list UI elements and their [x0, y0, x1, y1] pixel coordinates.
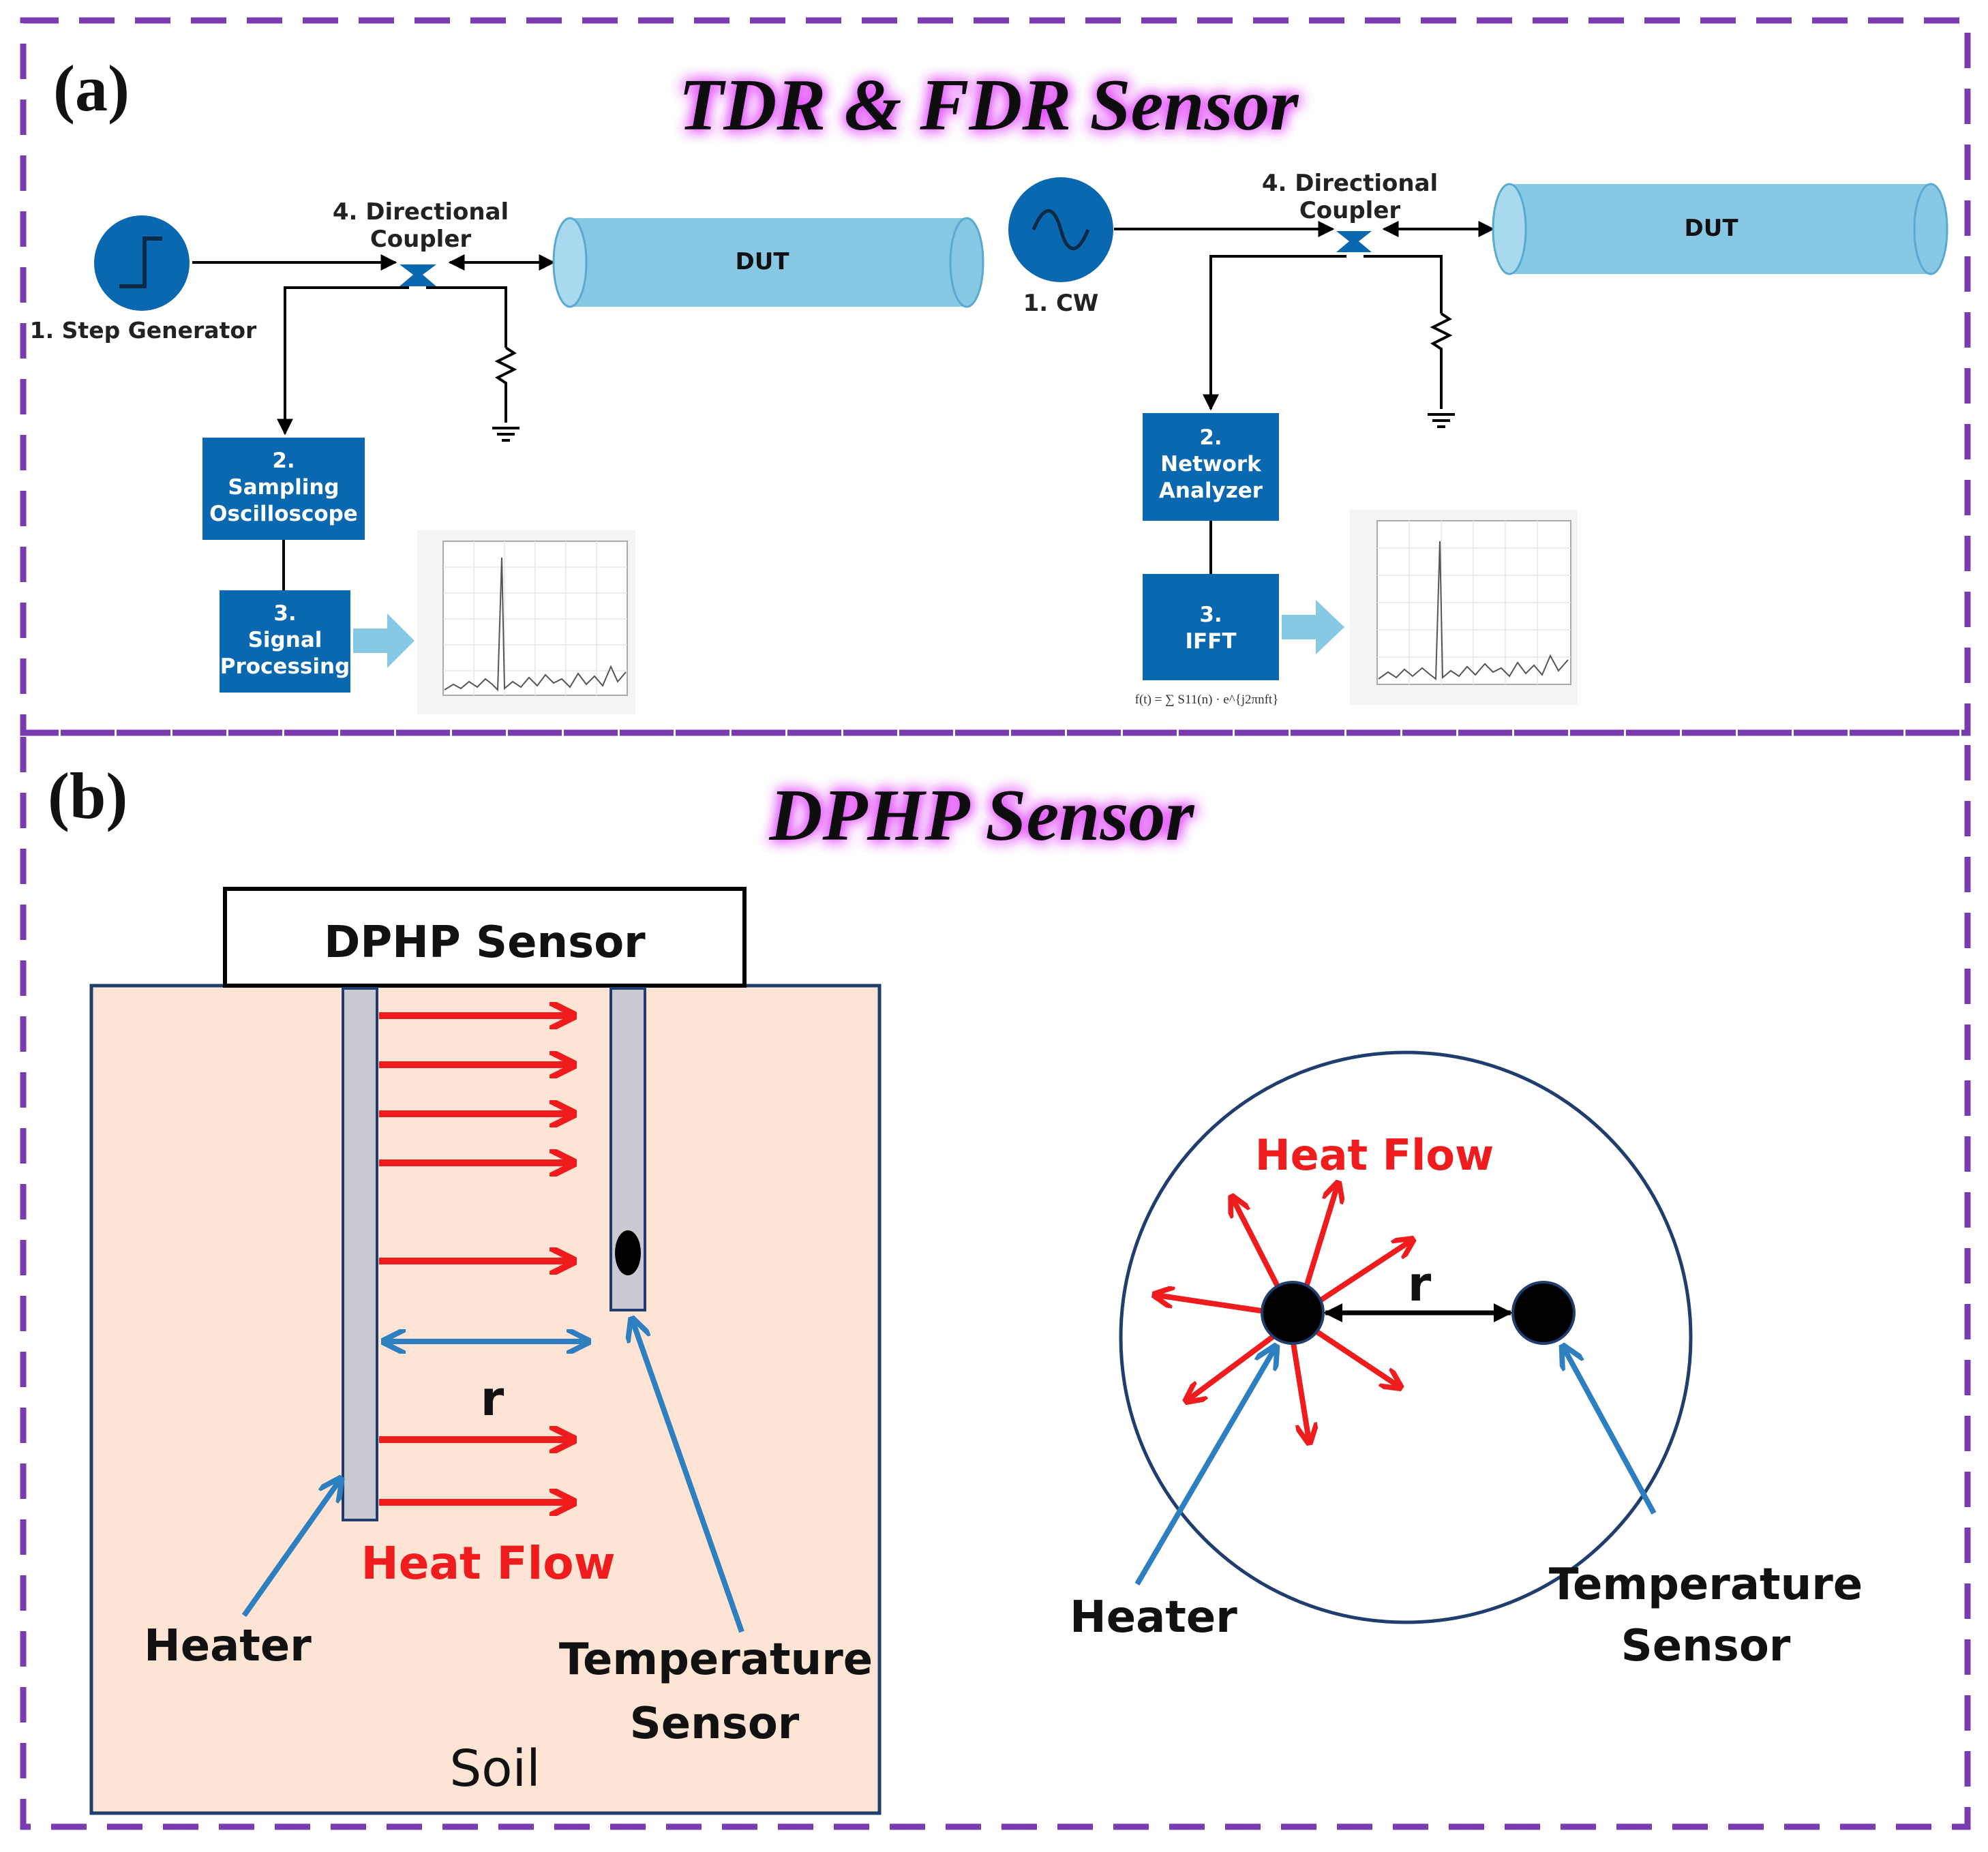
oscilloscope-line-1: Sampling: [228, 475, 339, 500]
fdr-schematic: 1. CW 4. Directional Coupler DUT 2. Netw…: [1008, 170, 1948, 707]
top-heat-flow-label: Heat Flow: [1255, 1130, 1494, 1180]
dphp-side-view: DPHP Sensor r Heat Flow Heater Temperatu…: [89, 887, 882, 1815]
fdr-analyzer-path: [1203, 255, 1346, 411]
fdr-output-arrow: [1282, 600, 1344, 654]
tdr-coupler-icon: [400, 264, 436, 286]
panel-b-title: DPHP Sensor: [768, 775, 1194, 856]
dphp-sensor-housing-label: DPHP Sensor: [324, 917, 646, 968]
heater-pointer-arrow: [241, 1481, 340, 1618]
network-analyzer-block: [1143, 413, 1279, 521]
soil-region: [89, 984, 882, 1815]
side-heat-flow-arrows: [379, 1016, 571, 1502]
ifft-formula: f(t) = ∑ S11(n) · e^{j2πnft}: [1135, 693, 1279, 707]
processing-line-2: Processing: [220, 654, 350, 679]
top-temperature-label-1: Temperature: [1549, 1560, 1863, 1610]
panel-a-label: (a): [53, 52, 130, 125]
cw-label: 1. CW: [1023, 290, 1099, 317]
tdr-dut-end: [949, 217, 984, 308]
top-temperature-label-2: Sensor: [1621, 1621, 1791, 1671]
side-temperature-label-1: Temperature: [559, 1635, 873, 1685]
top-heater-pointer: [1134, 1348, 1275, 1586]
top-temperature-sensor-dot: [1511, 1281, 1576, 1345]
fdr-load-path: [1364, 255, 1443, 314]
soil-label: Soil: [449, 1740, 540, 1798]
fdr-coupler-icon: [1336, 231, 1372, 252]
tdr-result-thumbnail: [417, 530, 635, 714]
fdr-dut-end: [1913, 183, 1948, 275]
temperature-pointer-arrow: [633, 1321, 744, 1633]
tdr-output-arrow: [353, 613, 415, 668]
tdr-dut-label: DUT: [735, 248, 789, 275]
tdr-ground-icon: [492, 427, 519, 442]
tdr-resistor-icon: [494, 346, 517, 423]
tdr-scope-path: [277, 286, 409, 436]
fdr-resistor-icon: [1430, 312, 1453, 409]
side-r-label: r: [481, 1371, 504, 1427]
fdr-coupler-label-1: 4. Directional: [1262, 170, 1438, 197]
side-heater-label: Heater: [144, 1621, 312, 1671]
tdr-coupler-label-1: 4. Directional: [333, 198, 509, 226]
tdr-schematic: 1. Step Generator 4. Directional Coupler…: [30, 198, 984, 714]
side-heat-flow-label: Heat Flow: [361, 1537, 615, 1590]
fdr-ground-icon: [1428, 413, 1455, 428]
top-temperature-pointer: [1564, 1348, 1657, 1515]
step-waveform: [119, 237, 162, 288]
ifft-block: [1143, 574, 1279, 680]
fdr-coupler-label-2: Coupler: [1299, 197, 1401, 224]
panel-a-title: TDR & FDR Sensor: [678, 65, 1299, 146]
processing-line-1: Signal: [248, 628, 322, 652]
processing-number: 3.: [273, 601, 296, 626]
analyzer-line-2: Analyzer: [1159, 479, 1263, 503]
dphp-top-view: Heat Flow r Heater Temperature Sensor: [1070, 1050, 1863, 1671]
dphp-sensor-housing: [223, 887, 747, 988]
analyzer-line-1: Network: [1160, 452, 1262, 476]
ifft-number: 3.: [1199, 603, 1222, 627]
panel-b-label: (b): [48, 759, 127, 832]
temperature-sensor-element: [615, 1230, 641, 1275]
oscilloscope-number: 2.: [272, 449, 295, 473]
fdr-result-thumbnail: [1350, 510, 1578, 705]
fdr-dut-label: DUT: [1684, 215, 1738, 242]
side-temperature-label-2: Sensor: [630, 1699, 800, 1749]
signal-processing-block: [220, 590, 350, 693]
panel-b-frame: [20, 729, 1971, 1830]
sine-waveform: [1031, 209, 1090, 251]
tdr-dut-body: [570, 218, 967, 307]
top-r-label: r: [1408, 1256, 1432, 1312]
analyzer-number: 2.: [1199, 425, 1222, 450]
tdr-load-path: [426, 286, 507, 348]
tdr-coupler-label-2: Coupler: [370, 226, 472, 253]
panel-a-frame: [20, 17, 1971, 736]
sampling-oscilloscope-block: [202, 438, 365, 540]
ifft-label: IFFT: [1185, 629, 1236, 654]
top-heater-dot: [1261, 1281, 1325, 1345]
top-view-boundary: [1119, 1050, 1693, 1624]
oscilloscope-line-2: Oscilloscope: [209, 502, 358, 526]
heater-probe: [342, 987, 378, 1521]
top-heater-label: Heater: [1070, 1592, 1237, 1643]
tdr-dut-start: [552, 217, 588, 308]
fdr-dut-start: [1492, 183, 1527, 275]
fdr-dut-body: [1509, 184, 1931, 274]
step-generator-icon: [94, 215, 190, 311]
step-generator-label: 1. Step Generator: [30, 317, 257, 344]
